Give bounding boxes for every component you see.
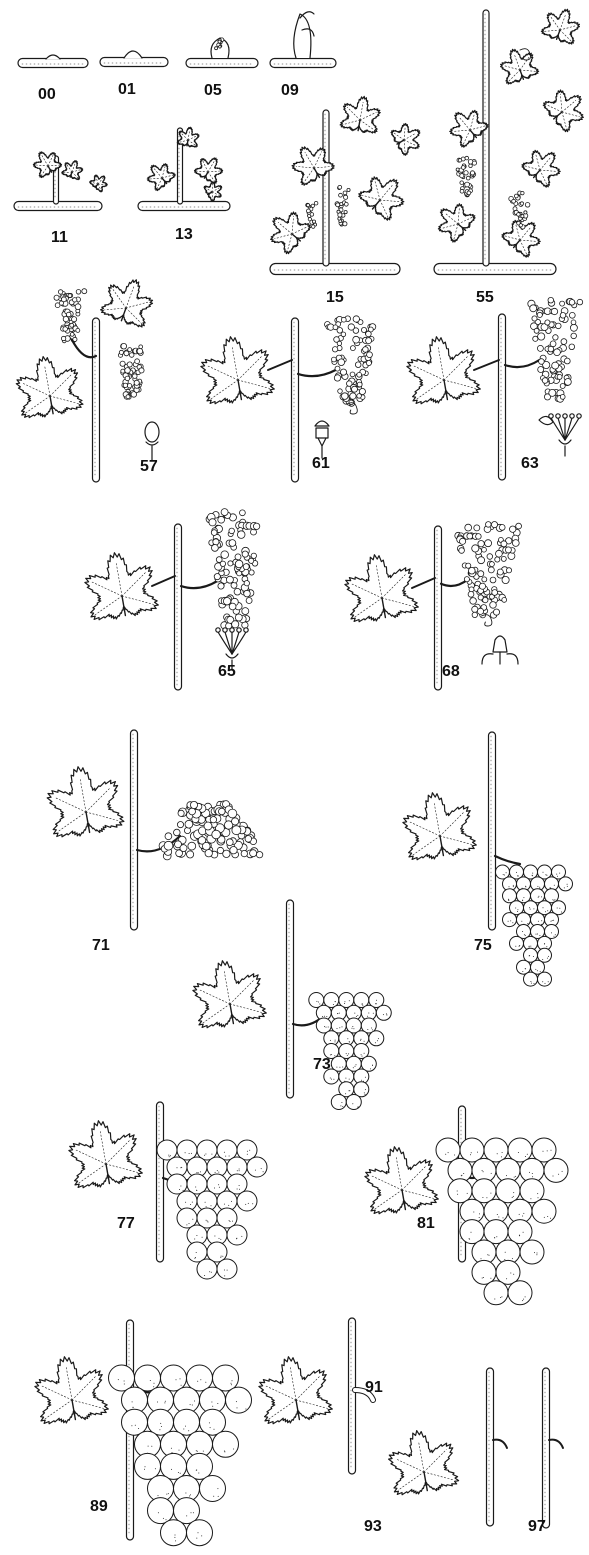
figure-stage-01 (100, 51, 168, 67)
figure-stage-57 (16, 280, 159, 482)
figure-stage-55 (434, 9, 583, 274)
stage-label-68: 68 (442, 664, 460, 680)
stage-label-93: 93 (364, 1519, 382, 1535)
figure-stage-15 (270, 96, 420, 274)
stage-label-89: 89 (90, 1499, 108, 1515)
figure-stage-71 (47, 730, 263, 930)
stage-label-63: 63 (521, 456, 539, 472)
figure-stage-73 (193, 900, 391, 1110)
figure-stage-93 (389, 1368, 507, 1526)
figure-stage-89 (35, 1320, 252, 1546)
stage-label-65: 65 (218, 664, 236, 680)
stage-label-61: 61 (312, 456, 330, 472)
figure-stage-61 (201, 316, 376, 482)
stage-label-91: 91 (365, 1380, 383, 1396)
stage-label-05: 05 (204, 83, 222, 99)
figure-stage-11 (14, 152, 107, 211)
stage-label-01: 01 (118, 82, 136, 98)
stage-label-75: 75 (474, 938, 492, 954)
stage-label-73: 73 (313, 1057, 331, 1073)
figure-stage-81 (365, 1106, 568, 1305)
stage-label-11: 11 (51, 230, 68, 246)
stage-label-81: 81 (417, 1216, 435, 1232)
figure-stage-97 (543, 1368, 564, 1528)
figure-stage-63 (407, 297, 583, 480)
figure-stage-68 (345, 522, 522, 691)
stage-label-13: 13 (175, 227, 193, 243)
stage-label-09: 09 (281, 83, 299, 99)
figure-stage-00 (18, 55, 88, 68)
figure-stage-05 (186, 38, 258, 68)
stage-label-97: 97 (528, 1519, 546, 1535)
stage-label-57: 57 (140, 459, 158, 475)
figure-stage-77 (69, 1102, 267, 1279)
figure-stage-09 (270, 12, 336, 68)
stage-label-00: 00 (38, 87, 56, 103)
figure-stage-91 (259, 1318, 373, 1474)
stage-label-77: 77 (117, 1216, 135, 1232)
stage-label-55: 55 (476, 290, 494, 306)
stage-label-15: 15 (326, 290, 344, 306)
stage-label-71: 71 (92, 938, 110, 954)
figure-stage-13 (138, 127, 230, 210)
